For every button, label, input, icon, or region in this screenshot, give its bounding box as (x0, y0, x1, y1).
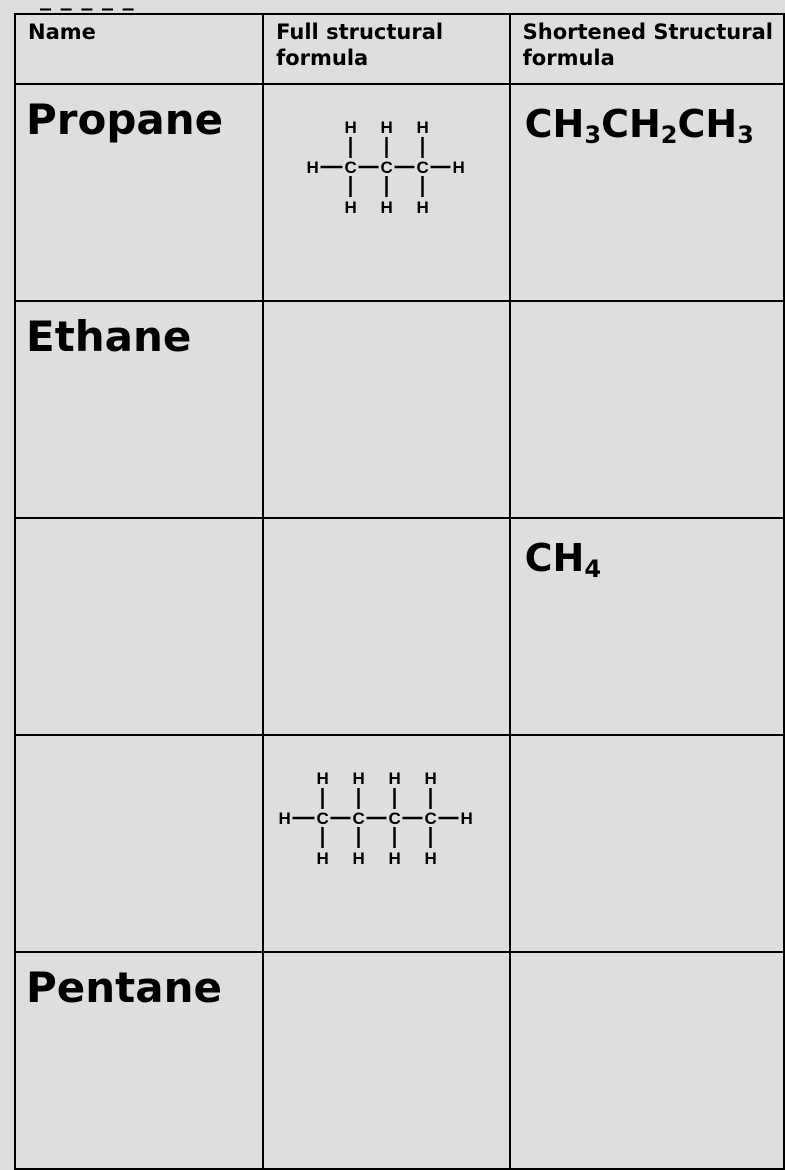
formula-group: CH (524, 536, 585, 580)
structural-formula-diagram: H H C H H C H H C H H C H H (279, 769, 473, 868)
header-name: Name (13, 13, 265, 85)
carbon-atom: C (317, 809, 329, 828)
carbon-atom: C (345, 158, 357, 177)
structural-formula-diagram (264, 519, 509, 709)
hydrogen-atom: H (279, 809, 291, 828)
name-cell[interactable]: Pentane (13, 951, 265, 1170)
carbon-atom: C (417, 158, 429, 177)
hydrogen-atom: H (317, 849, 329, 868)
formula-subscript: 3 (737, 121, 754, 149)
shortened-formula-cell[interactable] (508, 951, 785, 1170)
carbon-atom: C (381, 158, 393, 177)
full-structure-cell[interactable]: H H C H H C H H C H H (262, 83, 511, 302)
table-row: CH4 (13, 517, 785, 736)
hydrogen-atom: H (381, 198, 393, 217)
hydrogen-atom: H (381, 118, 393, 137)
full-structure-cell[interactable] (262, 517, 511, 736)
table-row: H H C H H C H H C H H C H H (13, 734, 785, 953)
formula-subscript: 3 (584, 121, 602, 149)
hydrogen-atom: H (425, 769, 437, 788)
hydrogen-atom: H (345, 118, 357, 137)
hydrogen-atom: H (425, 849, 437, 868)
hydrogen-atom: H (307, 158, 319, 177)
structural-formula-diagram (264, 302, 509, 492)
table-row: Pentane (13, 951, 785, 1170)
hydrogen-atom: H (417, 118, 429, 137)
shortened-formula-cell[interactable] (508, 300, 785, 519)
formula-group: CH (601, 102, 661, 146)
full-structure-cell[interactable]: H H C H H C H H C H H C H H (262, 734, 511, 953)
table-header-row: Name Full structural formula Shortened S… (13, 13, 785, 85)
shortened-formula-cell[interactable] (508, 734, 785, 953)
formula-subscript: 2 (660, 121, 678, 149)
hydrogen-atom: H (353, 849, 365, 868)
structural-formula-diagram (264, 953, 509, 1143)
hydrogen-atom: H (417, 198, 429, 217)
full-structure-cell[interactable] (262, 951, 511, 1170)
hydrogen-atom: H (389, 769, 401, 788)
shortened-formula-cell[interactable]: CH3CH2CH3 (508, 83, 785, 302)
carbon-atom: C (425, 809, 437, 828)
hydrogen-atom: H (453, 158, 465, 177)
shortened-formula-cell[interactable]: CH4 (508, 517, 785, 736)
hydrogen-atom: H (353, 769, 365, 788)
alkane-worksheet-table: Name Full structural formula Shortened S… (13, 13, 785, 1170)
formula-group: CH (677, 102, 738, 146)
cropped-heading-fragment: _ _ _ _ _ (40, 0, 135, 11)
name-cell[interactable] (13, 517, 265, 736)
header-shortened-structural-formula: Shortened Structural formula (508, 13, 785, 85)
hydrogen-atom: H (461, 809, 473, 828)
hydrogen-atom: H (345, 198, 357, 217)
table-row: Ethane (13, 300, 785, 519)
name-cell[interactable]: Ethane (13, 300, 265, 519)
hydrogen-atom: H (389, 849, 401, 868)
hydrogen-atom: H (317, 769, 329, 788)
name-cell[interactable] (13, 734, 265, 953)
full-structure-cell[interactable] (262, 300, 511, 519)
structural-formula-diagram: H H C H H C H H C H H (307, 118, 465, 217)
header-full-structural-formula: Full structural formula (262, 13, 511, 85)
formula-group: CH (524, 102, 585, 146)
name-cell[interactable]: Propane (13, 83, 265, 302)
formula-subscript: 4 (584, 555, 602, 583)
carbon-atom: C (353, 809, 365, 828)
carbon-atom: C (389, 809, 401, 828)
